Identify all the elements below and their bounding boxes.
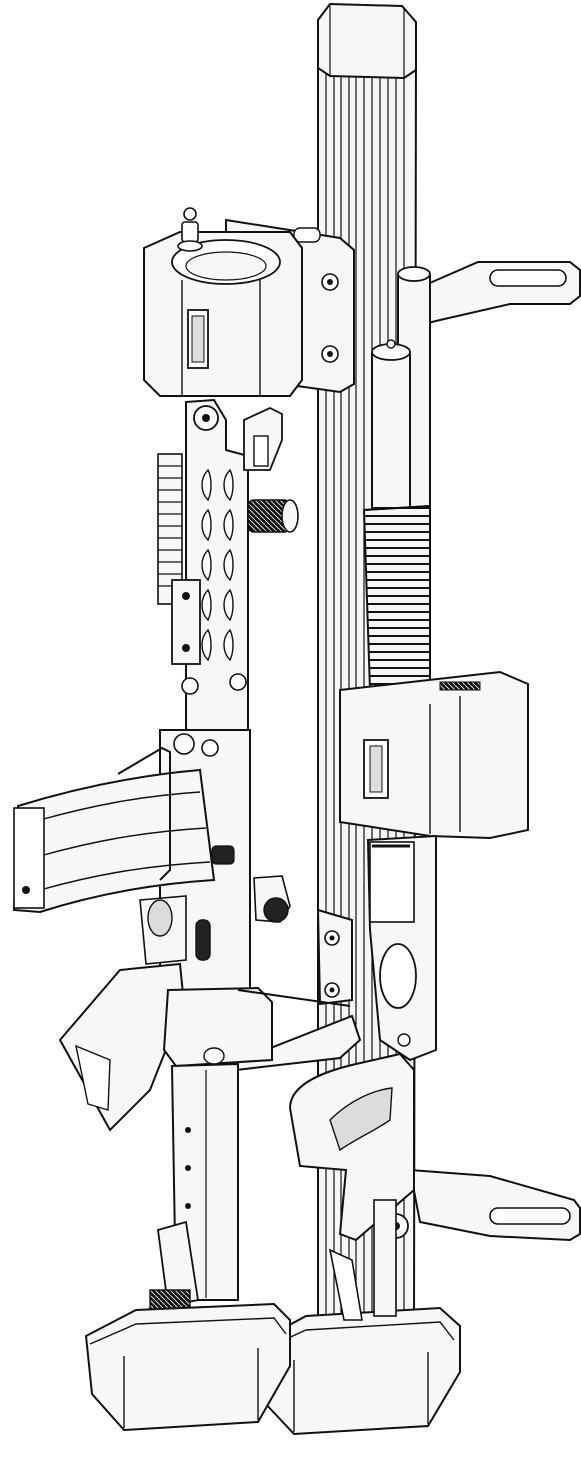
left-bottom-cup xyxy=(84,1302,291,1432)
knob-icon xyxy=(247,499,299,533)
screw-icon xyxy=(321,273,339,363)
shotgun-receiver xyxy=(366,834,437,1062)
lower-right-bracket xyxy=(408,1168,581,1242)
key-icon xyxy=(177,207,203,252)
left-top-clamp xyxy=(143,207,303,397)
shotgun-barrel xyxy=(362,339,431,691)
lower-back-plate xyxy=(316,908,353,1006)
base-rail xyxy=(237,989,351,1007)
rear-sight-block xyxy=(243,407,283,471)
right-clamp-block xyxy=(339,670,529,840)
upper-right-bracket xyxy=(399,261,581,332)
rifle-magazine xyxy=(12,746,216,914)
rifle-handguard xyxy=(157,398,249,731)
rifle-grip xyxy=(58,962,186,1132)
spring-icon xyxy=(439,681,481,691)
